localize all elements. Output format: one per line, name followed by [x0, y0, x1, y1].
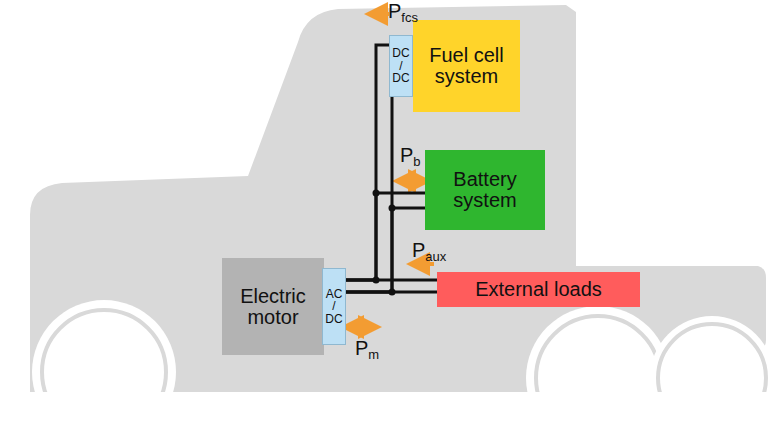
- power-label: Paux: [412, 240, 446, 263]
- motor-box: Electric motor: [222, 258, 324, 355]
- power-label: Pb: [400, 145, 421, 168]
- node-label: External loads: [475, 279, 602, 300]
- node-label: Fuel cell system: [419, 45, 514, 87]
- node-label: Electric motor: [228, 286, 318, 328]
- battery-box: Battery system: [425, 150, 545, 230]
- node-label: AC / DC: [325, 288, 343, 326]
- load-box: External loads: [437, 272, 640, 307]
- converter-box: DC / DC: [389, 35, 413, 97]
- junction-dots: [373, 190, 396, 296]
- power-wire: [346, 45, 392, 292]
- node-label: Battery system: [431, 169, 539, 211]
- node-label: DC / DC: [392, 47, 410, 85]
- power-label: Pfcs: [388, 1, 418, 24]
- power-label: Pm: [355, 338, 379, 361]
- converter-box: AC / DC: [322, 268, 346, 345]
- fuel-cell-box: Fuel cell system: [413, 20, 520, 112]
